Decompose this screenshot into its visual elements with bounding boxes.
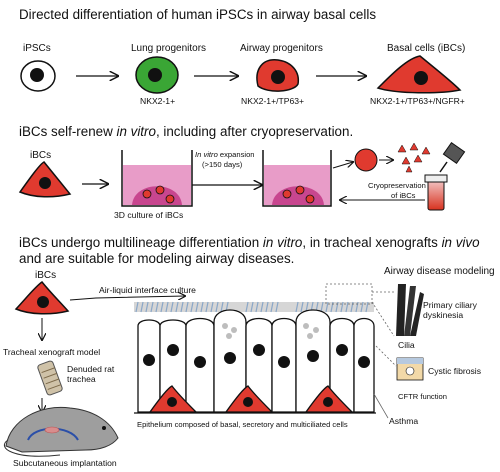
cftr-label: CFTR function — [398, 392, 447, 401]
implant-label: Subcutaneous implantation — [13, 458, 117, 468]
culture-well-1 — [121, 150, 193, 207]
ibc-cell-section2 — [18, 161, 72, 198]
section3-title-line1: iBCs undergo multilineage differentiatio… — [19, 235, 480, 250]
trachea-illustration — [37, 360, 63, 396]
arrow-to-sphere — [332, 162, 353, 169]
culture-well-2 — [262, 150, 332, 207]
marker-basal-cells: NKX2-1+/TP63+/NGFR+ — [370, 96, 465, 106]
ipsc-cell — [20, 60, 56, 92]
marker-lung-progenitors: NKX2-1+ — [140, 96, 176, 106]
pipette-icon — [439, 141, 466, 173]
sphere-dissociation — [354, 142, 431, 173]
cftr-icon — [396, 357, 424, 381]
cf-label: Cystic fibrosis — [428, 366, 482, 376]
section2-cell-label: iBCs — [30, 150, 52, 161]
expansion-duration: (>150 days) — [202, 160, 243, 169]
section3-title-line2: and are suitable for modeling airway dis… — [19, 251, 295, 266]
trachea-label-line2: trachea — [67, 374, 96, 384]
basal-cell — [376, 55, 462, 94]
cryo-label-line2: of iBCs — [391, 191, 416, 200]
expansion-label: In vitro expansion — [195, 150, 255, 159]
xenograft-label: Tracheal xenograft model — [3, 347, 101, 357]
stage-label-lung-progenitors: Lung progenitors — [131, 43, 207, 54]
section1-title: Directed differentiation of human iPSCs … — [19, 7, 377, 22]
lung-progenitor-cell — [135, 56, 179, 94]
mouse-illustration — [3, 406, 119, 457]
pcd-label-line2: dyskinesia — [423, 310, 464, 320]
culture-label: 3D culture of iBCs — [114, 210, 184, 220]
trachea-label-line1: Denuded rat — [67, 364, 115, 374]
pcd-label-line1: Primary ciliary — [423, 300, 477, 310]
stage-label-airway-progenitors: Airway progenitors — [240, 43, 323, 54]
epithelium-illustration — [134, 301, 376, 414]
epithelium-label: Epithelium composed of basal, secretory … — [137, 420, 348, 429]
stage-label-basal-cells: Basal cells (iBCs) — [387, 43, 466, 54]
arrow-ali — [69, 296, 185, 301]
cilia-label: Cilia — [398, 340, 415, 350]
zoom-box — [325, 283, 373, 305]
ali-label: Air-liquid interface culture — [99, 285, 196, 295]
airway-progenitor-cell — [256, 59, 300, 92]
cilia-icon — [396, 284, 424, 336]
ibc-cell-section3 — [14, 280, 70, 315]
disease-title: Airway disease modeling — [384, 266, 495, 277]
cryo-label-line1: Cryopreservation — [368, 181, 426, 190]
asthma-label: Asthma — [389, 416, 419, 426]
stage-label-ipscs: iPSCs — [23, 43, 51, 54]
section3-cell-label: iBCs — [35, 270, 57, 281]
cryovial-icon — [424, 174, 448, 211]
marker-airway-progenitors: NKX2-1+/TP63+ — [241, 96, 305, 106]
section2-title: iBCs self-renew in vitro, including afte… — [19, 124, 354, 139]
